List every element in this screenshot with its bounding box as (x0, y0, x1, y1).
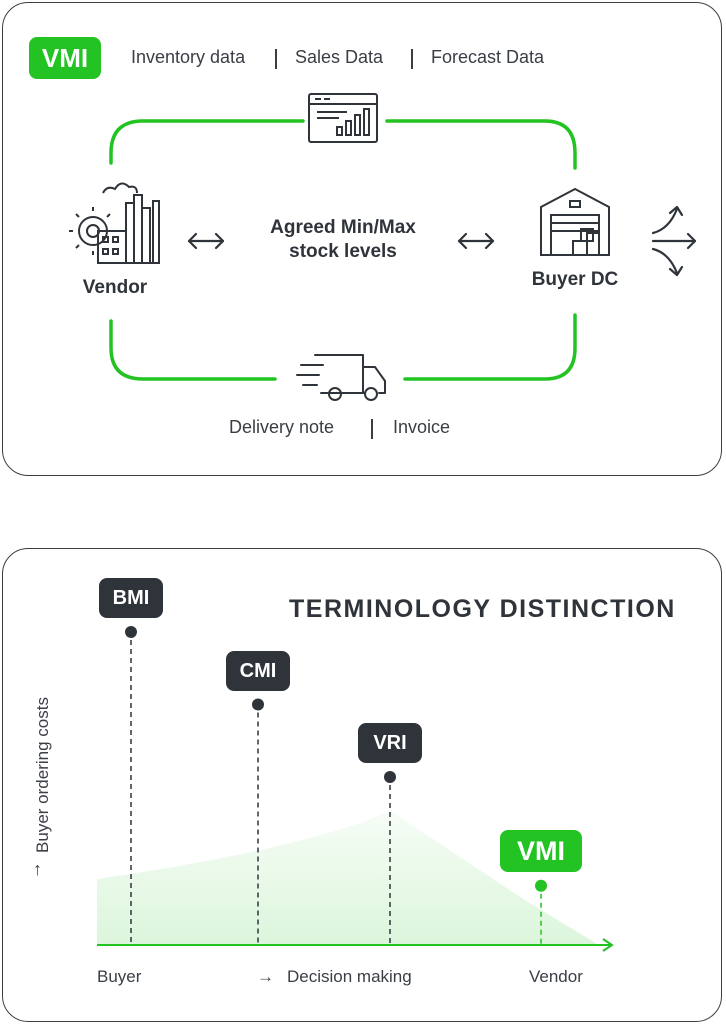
separator (411, 49, 413, 69)
delivery-note-label: Delivery note (229, 417, 335, 437)
point-bmi (125, 626, 137, 638)
cost-area (97, 811, 599, 945)
invoice-label: Invoice (393, 417, 451, 437)
separator (275, 49, 277, 69)
point-vri (384, 771, 396, 783)
sales-data-label: Sales Data (295, 47, 384, 67)
separator (371, 419, 373, 439)
badge-cmi: CMI (226, 650, 290, 691)
center-label-line1: Agreed Min/Max (270, 217, 416, 238)
y-axis-arrow-icon: ↑ (33, 859, 42, 879)
point-vmi (535, 879, 547, 892)
x-axis-arrow-icon (602, 938, 614, 952)
vendor-label: Vendor (82, 277, 148, 298)
delivery-truck-icon (296, 354, 386, 401)
vmi-flow-lines (69, 93, 697, 401)
x-axis-arrow-label-icon: → (257, 967, 274, 986)
x-left-label: Buyer (97, 967, 142, 986)
forecast-data-label: Forecast Data (431, 47, 545, 67)
y-axis-label: Buyer ordering costs (33, 697, 52, 853)
center-label-line2: stock levels (289, 241, 397, 262)
point-cmi (252, 698, 264, 711)
warehouse-icon (540, 187, 610, 256)
buyer-dc-label: Buyer DC (531, 269, 619, 290)
badge-bmi: BMI (99, 578, 163, 618)
double-arrow-icon (187, 232, 225, 250)
double-arrow-icon (457, 232, 495, 250)
distribution-arrows-icon (651, 205, 697, 277)
terminology-chart (97, 626, 614, 952)
badge-vmi: VMI (500, 829, 582, 872)
dashboard-chart-icon (308, 93, 378, 143)
chart-title: TERMINOLOGY DISTINCTION (289, 595, 676, 623)
terminology-panel: TERMINOLOGY DISTINCTION BMI CMI VRI VMI Buy… (2, 548, 722, 1022)
x-right-label: Vendor (529, 967, 583, 986)
vmi-badge: VMI (29, 37, 101, 79)
badge-vri: VRI (358, 723, 422, 763)
x-axis-label: Decision making (287, 967, 412, 986)
factory-icon (69, 182, 160, 264)
inventory-data-label: Inventory data (131, 47, 246, 67)
vmi-process-panel: VMI Inventory data Sales Data Forecast D… (2, 2, 722, 476)
